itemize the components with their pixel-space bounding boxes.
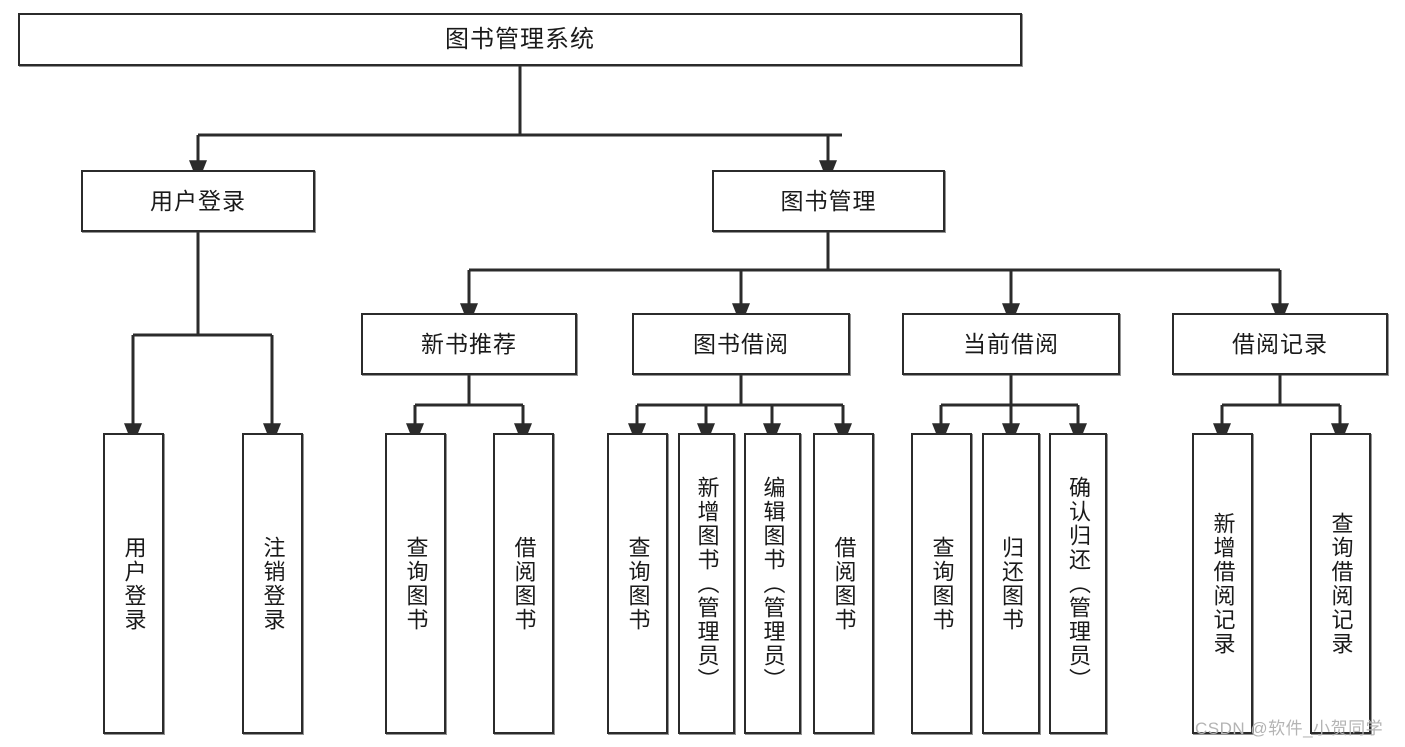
node-label: 新书推荐	[421, 330, 517, 357]
leaf-book-borrow-query[interactable]: 查询图书	[607, 433, 668, 734]
node-label: 查询图书	[625, 535, 651, 632]
node-user-login[interactable]: 用户登录	[81, 170, 315, 232]
leaf-borrow-record-add[interactable]: 新增借阅记录	[1192, 433, 1253, 734]
node-label: 查询图书	[929, 535, 955, 632]
node-label: 确认归还（管理员）	[1065, 475, 1091, 692]
node-label: 编辑图书（管理员）	[760, 475, 786, 692]
node-label: 用户登录	[150, 187, 246, 214]
leaf-book-borrow-borrow[interactable]: 借阅图书	[813, 433, 874, 734]
node-label: 图书管理系统	[445, 25, 595, 53]
node-root-system[interactable]: 图书管理系统	[18, 13, 1022, 66]
node-label: 新增图书（管理员）	[694, 475, 720, 692]
node-new-book-recommend[interactable]: 新书推荐	[361, 313, 577, 375]
watermark: CSDN @软件_小贺同学	[1195, 719, 1384, 738]
node-label: 借阅记录	[1232, 330, 1328, 357]
node-borrow-record[interactable]: 借阅记录	[1172, 313, 1388, 375]
leaf-user-login-logout[interactable]: 注销登录	[242, 433, 303, 734]
leaf-current-borrow-confirm-return[interactable]: 确认归还（管理员）	[1049, 433, 1107, 734]
node-label: 注销登录	[260, 535, 286, 632]
node-label: 借阅图书	[511, 535, 537, 632]
leaf-borrow-record-query[interactable]: 查询借阅记录	[1310, 433, 1371, 734]
leaf-user-login-login[interactable]: 用户登录	[103, 433, 164, 734]
leaf-book-borrow-add[interactable]: 新增图书（管理员）	[678, 433, 735, 734]
node-label: 新增借阅记录	[1210, 511, 1236, 656]
node-book-management[interactable]: 图书管理	[712, 170, 945, 232]
node-label: 图书管理	[780, 187, 877, 214]
leaf-new-book-query[interactable]: 查询图书	[385, 433, 446, 734]
leaf-current-borrow-query[interactable]: 查询图书	[911, 433, 972, 734]
node-label: 图书借阅	[693, 330, 789, 357]
node-book-borrow[interactable]: 图书借阅	[632, 313, 850, 375]
node-label: 借阅图书	[831, 535, 857, 632]
node-label: 当前借阅	[963, 330, 1059, 357]
node-current-borrow[interactable]: 当前借阅	[902, 313, 1120, 375]
leaf-book-borrow-edit[interactable]: 编辑图书（管理员）	[744, 433, 801, 734]
node-label: 查询图书	[403, 535, 429, 632]
node-label: 归还图书	[998, 535, 1024, 632]
leaf-new-book-borrow[interactable]: 借阅图书	[493, 433, 554, 734]
node-label: 查询借阅记录	[1328, 511, 1354, 656]
leaf-current-borrow-return[interactable]: 归还图书	[982, 433, 1040, 734]
node-label: 用户登录	[121, 535, 147, 632]
